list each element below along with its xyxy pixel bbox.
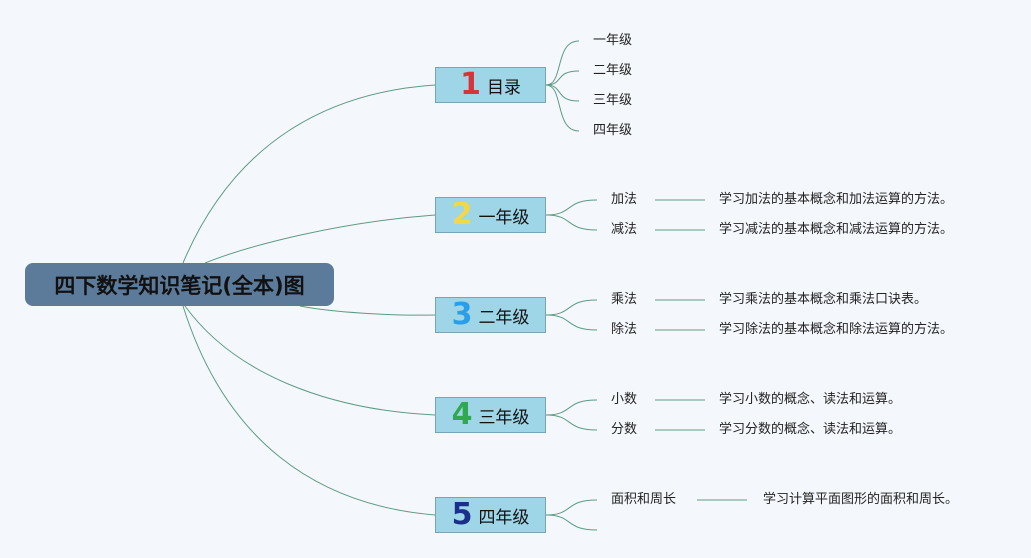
branch-number: 1 bbox=[460, 67, 481, 102]
branch-label: 二年级 bbox=[478, 307, 530, 328]
leaf-title[interactable]: 小数 bbox=[611, 392, 638, 407]
branch-label: 目录 bbox=[486, 77, 521, 98]
branch-number: 4 bbox=[451, 397, 473, 432]
leaf-description[interactable]: 学习乘法的基本概念和乘法口诀表。 bbox=[719, 292, 928, 307]
branch-connector bbox=[545, 199, 598, 216]
root-connector bbox=[182, 84, 436, 264]
leaf-title[interactable]: 除法 bbox=[611, 322, 638, 337]
leaf-title[interactable]: 一年级 bbox=[593, 33, 633, 48]
branch-connector bbox=[545, 499, 598, 516]
leaf-title[interactable]: 三年级 bbox=[593, 93, 633, 108]
root-title: 四下数学知识笔记(全本)图 bbox=[54, 273, 305, 298]
branch-connector bbox=[545, 414, 598, 431]
root-connector bbox=[299, 305, 436, 316]
branch-connector bbox=[545, 399, 598, 416]
branch-number: 3 bbox=[451, 297, 473, 332]
leaf-title[interactable]: 面积和周长 bbox=[611, 492, 677, 507]
branch-connector bbox=[545, 40, 580, 86]
leaf-title[interactable]: 减法 bbox=[611, 222, 638, 237]
leaf-description[interactable]: 学习加法的基本概念和加法运算的方法。 bbox=[719, 192, 954, 207]
leaf-description[interactable]: 学习小数的概念、读法和运算。 bbox=[719, 392, 902, 407]
branch-number: 5 bbox=[451, 497, 473, 532]
branch-connector bbox=[545, 84, 580, 102]
branch-label: 一年级 bbox=[478, 207, 530, 228]
branch-connector bbox=[545, 214, 598, 231]
leaf-description[interactable]: 学习计算平面图形的面积和周长。 bbox=[763, 492, 959, 507]
leaf-title[interactable]: 分数 bbox=[611, 422, 638, 437]
leaf-description[interactable]: 学习除法的基本概念和除法运算的方法。 bbox=[719, 322, 954, 337]
root-connector bbox=[182, 305, 436, 516]
leaf-title[interactable]: 二年级 bbox=[593, 63, 633, 78]
root-node[interactable]: 四下数学知识笔记(全本)图 bbox=[25, 263, 334, 306]
branch-label: 三年级 bbox=[478, 407, 530, 428]
leaf-title[interactable]: 四年级 bbox=[593, 123, 633, 138]
leaf-title[interactable]: 加法 bbox=[611, 192, 638, 207]
leaf-description[interactable]: 学习减法的基本概念和减法运算的方法。 bbox=[719, 222, 954, 237]
branch-label: 四年级 bbox=[478, 507, 530, 528]
leaf-title[interactable]: 乘法 bbox=[611, 292, 638, 307]
branch-number: 2 bbox=[451, 197, 473, 232]
branch-connector bbox=[545, 70, 580, 86]
leaf-description[interactable]: 学习分数的概念、读法和运算。 bbox=[719, 422, 902, 437]
branch-connector bbox=[545, 314, 598, 331]
branch-connector bbox=[545, 84, 580, 132]
branch-connector bbox=[545, 299, 598, 316]
root-connector bbox=[204, 214, 436, 264]
branch-connector bbox=[545, 514, 598, 531]
root-connector bbox=[184, 305, 436, 416]
